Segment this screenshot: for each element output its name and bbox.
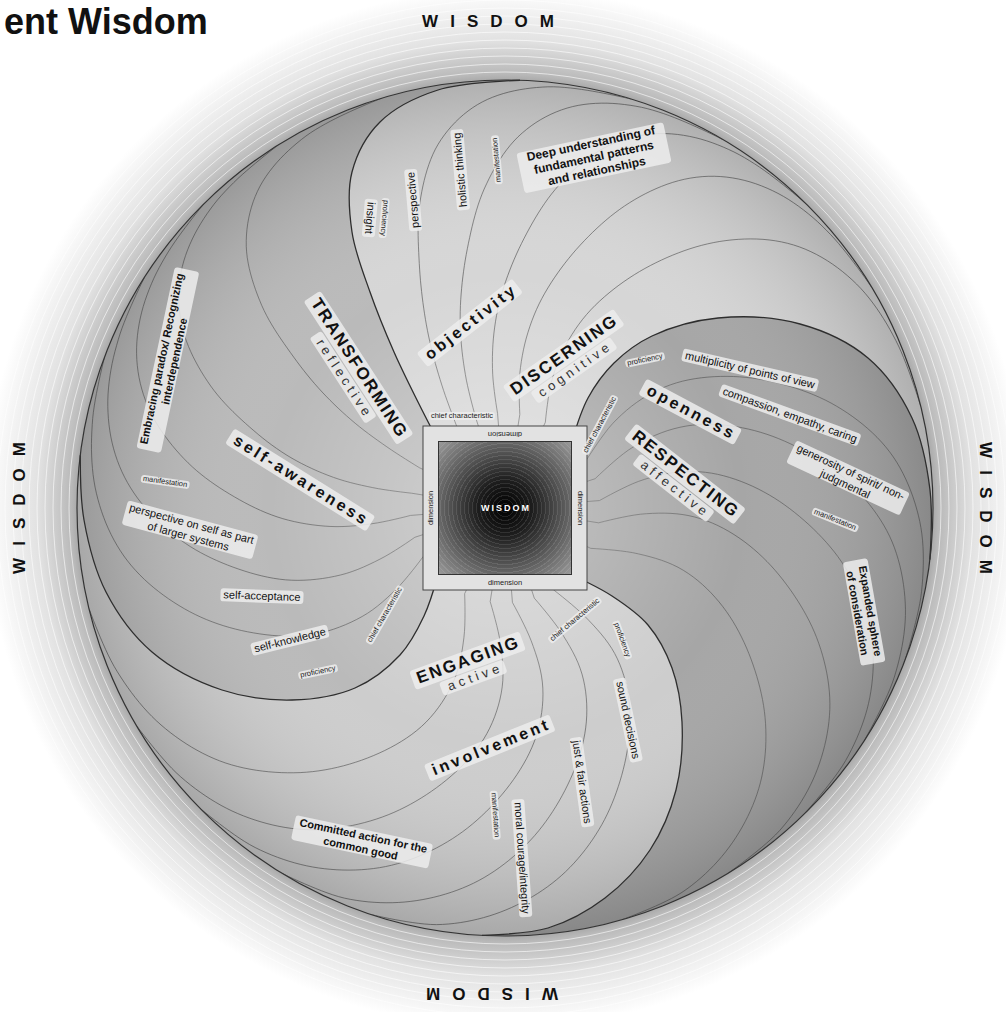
arm-edge	[482, 575, 682, 935]
arm-edge	[80, 455, 438, 700]
halo-ring	[29, 32, 981, 984]
shade	[77, 80, 933, 936]
arm-edge	[572, 317, 931, 560]
outer-label: WISDOM	[414, 984, 570, 1003]
halo-ring	[5, 8, 1005, 1008]
center-word: WISDOM	[479, 503, 531, 513]
outer-label: WISDOM	[976, 430, 995, 586]
halo-ring	[69, 72, 941, 944]
halo-ring	[45, 48, 965, 968]
center-square: WISDOM	[438, 441, 572, 575]
outer-label: WISDOM	[11, 430, 30, 586]
halo-ring	[61, 64, 949, 952]
halo-ring	[13, 16, 997, 1000]
halo-ring	[37, 40, 973, 976]
dimension-tag: dimension	[488, 429, 522, 437]
wheel-rim	[77, 80, 933, 936]
halo-ring	[21, 24, 989, 992]
diagram-title: ent Wisdom	[4, 2, 208, 42]
outer-label: WISDOM	[410, 13, 566, 32]
dimension-tag: dimension	[575, 491, 583, 525]
wheel-disc	[77, 80, 933, 936]
band-tag: chief characteristic	[429, 412, 495, 420]
dimension-tag: dimension	[426, 491, 434, 525]
center-frame	[423, 426, 587, 590]
halo-ring	[53, 56, 957, 960]
dimension-tag: dimension	[488, 578, 522, 586]
